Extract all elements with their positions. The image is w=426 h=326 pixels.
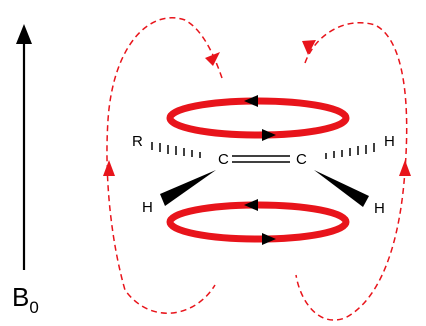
atom-c-left: C: [218, 151, 229, 168]
upper-ring-arrow-left: [244, 95, 258, 107]
left-field-line: [106, 17, 223, 314]
atom-h-bottom-right: H: [374, 200, 385, 217]
lower-ring-arrow-right: [262, 233, 276, 245]
upper-ring-current: [166, 95, 350, 141]
lower-ring-arrow-left: [244, 199, 258, 211]
induced-field-lines: [106, 17, 408, 321]
hashed-bond-h: [325, 143, 375, 159]
wedge-bond-left: [160, 170, 216, 206]
upper-ring-arrow-right: [262, 129, 276, 141]
atom-h-bottom-left: H: [142, 199, 153, 216]
double-bond: [232, 155, 290, 163]
wedge-bond-right: [314, 170, 369, 207]
lower-ring-current: [166, 199, 350, 245]
field-line-arrows: [103, 40, 411, 176]
hashed-bond-r: [151, 142, 201, 158]
arrow-left-top: [205, 52, 220, 66]
arrow-left-mid: [103, 160, 115, 176]
atom-h-top-right: H: [384, 133, 395, 150]
arrow-right-mid: [399, 160, 411, 176]
arrow-right-top: [302, 40, 316, 55]
atom-c-right: C: [296, 151, 307, 168]
atom-r: R: [132, 133, 143, 150]
b0-field-arrow: [16, 24, 32, 270]
b0-label: B0: [12, 282, 39, 317]
right-field-line: [295, 22, 408, 321]
